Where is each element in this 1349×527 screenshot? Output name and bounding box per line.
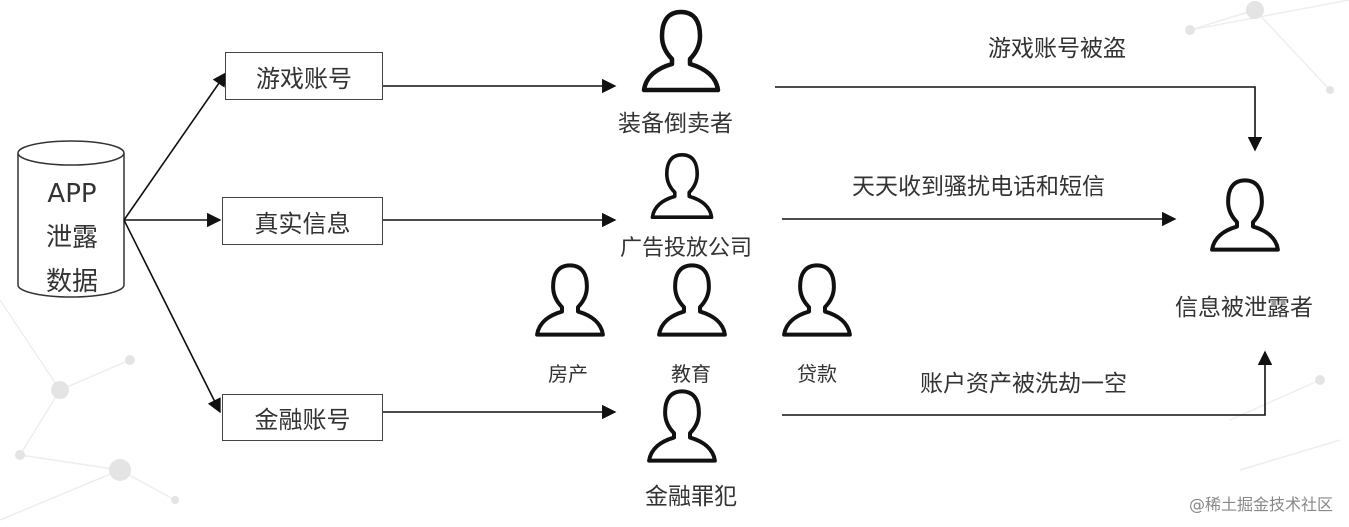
source-line-1: APP: [47, 179, 97, 209]
game-account-box: 游戏账号: [225, 52, 383, 100]
equipment-seller-person-icon: [644, 12, 718, 90]
loan-label: 贷款: [797, 362, 837, 386]
outcome-harassment: 天天收到骚扰电话和短信: [852, 174, 1105, 200]
arrow-criminal-to-victim: [782, 350, 1273, 416]
background-node-dots: [15, 1, 1334, 504]
victim-label: 信息被泄露者: [1175, 295, 1313, 321]
arrow-seller-to-victim: [775, 86, 1263, 152]
finance-account-box: 金融账号: [222, 394, 383, 441]
database-icon: [17, 140, 125, 298]
finance-criminal-label: 金融罪犯: [645, 484, 737, 510]
source-line-2: 泄露: [45, 223, 98, 253]
finance-criminal-person-icon: [647, 389, 717, 463]
real-info-label: 真实信息: [254, 209, 351, 238]
game-account-label: 游戏账号: [256, 64, 352, 93]
outcome-game-stolen: 游戏账号被盗: [988, 36, 1126, 62]
education-label: 教育: [671, 362, 711, 386]
equipment-seller-label: 装备倒卖者: [618, 111, 733, 137]
ad-company-label: 广告投放公司: [620, 236, 753, 261]
victim-person-icon: [1210, 178, 1280, 252]
finance-account-label: 金融账号: [254, 406, 351, 434]
education-person-icon: [657, 263, 727, 337]
real-info-box: 真实信息: [222, 197, 383, 245]
arrow-source-to-finance: [123, 219, 221, 414]
real-estate-label: 房产: [548, 362, 588, 386]
watermark: @稀土掘金技术社区: [1188, 495, 1333, 514]
ad-company-person-icon: [650, 153, 714, 219]
source-line-3: 数据: [45, 267, 98, 297]
outcome-account-emptied: 账户资产被洗劫一空: [920, 371, 1127, 397]
real-estate-person-icon: [535, 263, 605, 337]
source-label: APP 泄露 数据: [20, 172, 124, 304]
loan-person-icon: [782, 263, 852, 337]
connectors: [123, 71, 1273, 420]
arrow-source-to-game: [123, 71, 227, 221]
